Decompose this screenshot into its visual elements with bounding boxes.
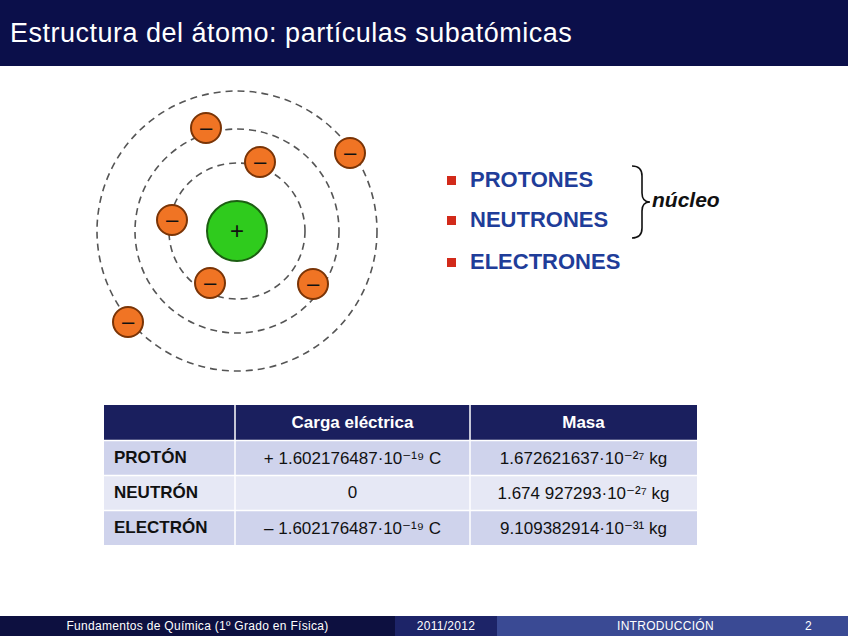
data-table	[104, 405, 697, 545]
row-header-box: NEUTRÓN	[104, 476, 235, 510]
charge-sign: –	[254, 151, 266, 173]
particle-name-box: PROTONES	[470, 166, 630, 194]
particle-name-box: ELECTRONES	[470, 248, 640, 276]
electron: –	[194, 267, 226, 299]
group-label: núcleo	[652, 188, 720, 212]
row-header: ELECTRÓN	[114, 518, 208, 538]
charge-sign: –	[307, 273, 319, 295]
footer-year: 2011/2012	[395, 616, 497, 636]
table-cell-box: 1.672621637·10⁻²⁷ kg	[470, 441, 697, 475]
electron: –	[297, 268, 329, 300]
orbits	[97, 91, 377, 371]
table-cell-box: – 1.602176487·10⁻¹⁹ C	[235, 511, 470, 545]
particle-name: ELECTRONES	[470, 249, 620, 275]
charge-sign: –	[204, 272, 216, 294]
brace	[632, 166, 650, 238]
table-header-box: Masa	[470, 405, 697, 440]
footer-course: Fundamentos de Química (1º Grado en Físi…	[0, 616, 395, 636]
table-cell-box: 0	[235, 476, 470, 510]
table-cell: 9.109382914·10⁻³¹ kg	[500, 518, 667, 539]
particle-name: PROTONES	[470, 167, 593, 193]
charge-sign: +	[230, 219, 244, 243]
charge-sign: –	[166, 209, 178, 231]
particle-name: NEUTRONES	[470, 207, 608, 233]
footer-text: 2	[805, 619, 812, 633]
table-cell-box: + 1.602176487·10⁻¹⁹ C	[235, 441, 470, 475]
particle-name-box: NEUTRONES	[470, 206, 630, 234]
charge-sign: –	[122, 311, 134, 333]
title-bar	[0, 0, 848, 66]
table-cell-box: 9.109382914·10⁻³¹ kg	[470, 511, 697, 545]
electron: –	[112, 306, 144, 338]
footer-text: 2011/2012	[417, 619, 476, 633]
row-header-box: PROTÓN	[104, 441, 235, 475]
table-cell: – 1.602176487·10⁻¹⁹ C	[264, 518, 441, 539]
group-label-box: núcleo	[652, 186, 752, 214]
row-header: NEUTRÓN	[114, 483, 198, 503]
table-cell: 1.672621637·10⁻²⁷ kg	[500, 448, 667, 469]
footer-text: Fundamentos de Química (1º Grado en Físi…	[66, 619, 328, 633]
nucleus: +	[206, 200, 268, 262]
table-cell-box: 1.674 927293·10⁻²⁷ kg	[470, 476, 697, 510]
electron: –	[334, 137, 366, 169]
charge-sign: –	[200, 117, 212, 139]
charge-sign: –	[344, 142, 356, 164]
footer-text: INTRODUCCIÓN	[617, 619, 714, 633]
table-cell: + 1.602176487·10⁻¹⁹ C	[264, 448, 441, 469]
footer-section: INTRODUCCIÓN 2	[497, 616, 848, 636]
electron: –	[190, 112, 222, 144]
table-header-box: Carga eléctrica	[235, 405, 470, 440]
row-header-box: ELECTRÓN	[104, 511, 235, 545]
table-cell: 0	[348, 483, 357, 503]
table-cell: 1.674 927293·10⁻²⁷ kg	[497, 483, 669, 504]
table-header: Carga eléctrica	[292, 413, 414, 433]
table-header: Masa	[562, 413, 605, 433]
bullets	[447, 176, 456, 267]
row-header: PROTÓN	[114, 448, 187, 468]
electron: –	[156, 204, 188, 236]
title-text: Estructura del átomo: partículas subatóm…	[10, 18, 572, 49]
electron: –	[244, 146, 276, 178]
slide-title: Estructura del átomo: partículas subatóm…	[10, 0, 572, 66]
